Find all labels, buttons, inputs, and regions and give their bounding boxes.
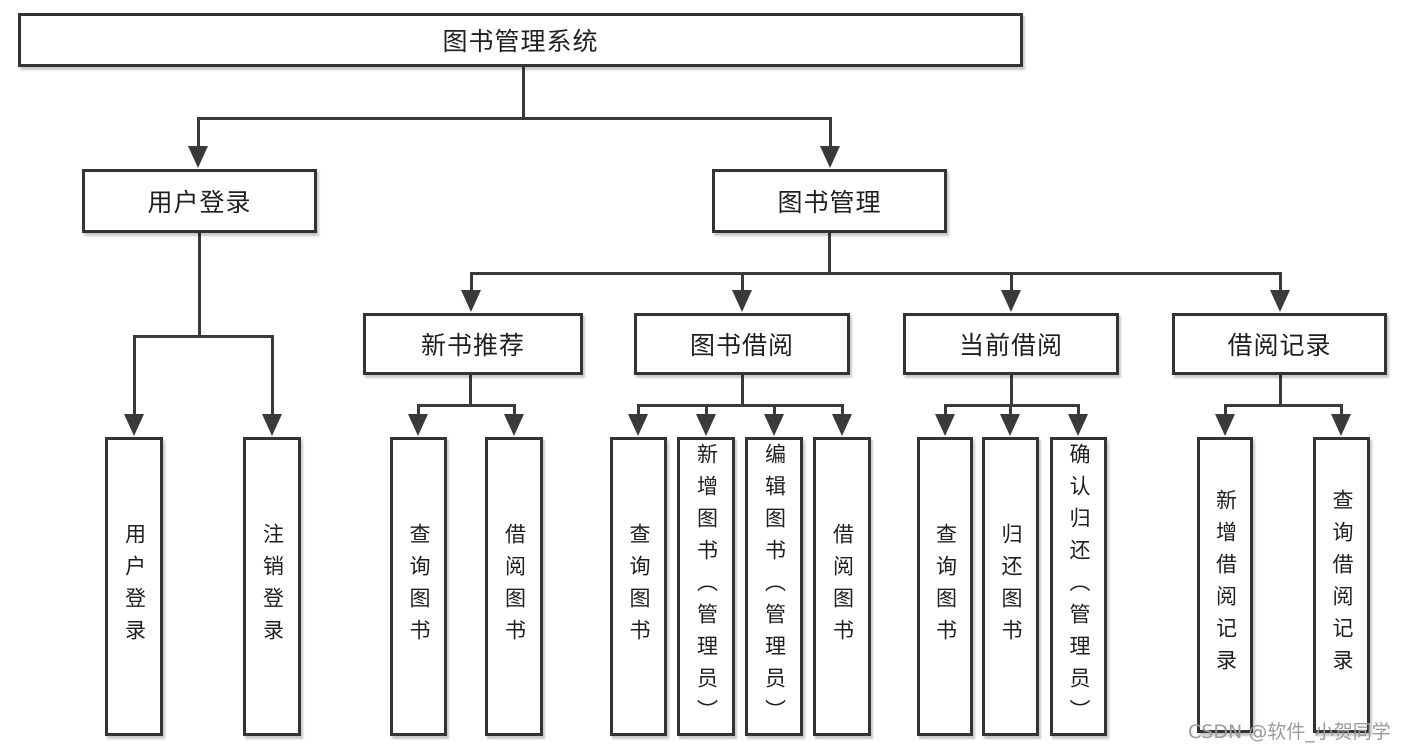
node-current-borrow: 当前借阅 <box>903 313 1119 375</box>
connector-arrow-borrow-records <box>1278 272 1282 291</box>
node-library-system: 图书管理系统 <box>18 13 1023 67</box>
leaf-borrow-books-recommend-label: 借阅图书 <box>502 522 527 651</box>
leaf-add-books-admin: 新增图书（管理员） <box>677 437 735 736</box>
node-new-book-recommend: 新书推荐 <box>363 313 583 375</box>
connector-arrow-login-leaf1 <box>132 335 136 415</box>
leaf-user-login: 用户登录 <box>105 437 163 736</box>
connector-arrow-current-borrow <box>1009 272 1013 291</box>
connector-arrow-records-leaf2 <box>1339 404 1343 415</box>
leaf-query-borrow-record: 查询借阅记录 <box>1313 437 1370 733</box>
leaf-logout-label: 注销登录 <box>260 522 285 651</box>
connector-arrow-current-leaf3 <box>1076 404 1080 415</box>
node-library-system-label: 图书管理系统 <box>442 27 599 56</box>
leaf-add-borrow-record-label: 新增借阅记录 <box>1213 489 1238 681</box>
leaf-add-borrow-record: 新增借阅记录 <box>1197 437 1253 733</box>
node-book-borrow: 图书借阅 <box>634 313 850 375</box>
connector-arrow-current-leaf2 <box>1008 404 1012 415</box>
leaf-query-books-borrow-label: 查询图书 <box>627 522 651 651</box>
csdn-watermark: CSDN @软件_小贺同学 <box>1188 721 1391 743</box>
connector-borrow-stem <box>740 375 744 407</box>
leaf-query-books-current: 查询图书 <box>917 437 973 736</box>
connector-login-stem <box>197 233 201 338</box>
node-book-management: 图书管理 <box>712 169 947 233</box>
connector-arrow-user-login <box>196 117 200 147</box>
connector-arrow-new-book <box>469 272 473 291</box>
leaf-borrow-books-recommend: 借阅图书 <box>485 437 543 736</box>
connector-current-stem <box>1009 375 1013 407</box>
node-borrow-records: 借阅记录 <box>1172 313 1387 375</box>
leaf-return-books: 归还图书 <box>982 437 1039 736</box>
leaf-confirm-return-admin: 确认归还（管理员） <box>1050 437 1107 736</box>
node-current-borrow-label: 当前借阅 <box>958 331 1063 360</box>
connector-root-stem <box>521 67 525 120</box>
connector-arrow-borrow-leaf1 <box>636 404 640 415</box>
connector-records-rail <box>1223 404 1343 407</box>
leaf-query-books-borrow: 查询图书 <box>610 437 667 736</box>
connector-arrow-borrow-leaf3 <box>772 404 776 415</box>
connector-mgmt-rail <box>469 272 1282 275</box>
leaf-edit-books-admin: 编辑图书（管理员） <box>745 437 803 736</box>
connector-login-rail <box>132 335 274 338</box>
connector-arrow-book-borrow <box>740 272 744 291</box>
connector-arrow-book-mgmt <box>828 117 832 147</box>
connector-arrow-current-leaf1 <box>943 404 947 415</box>
node-borrow-records-label: 借阅记录 <box>1227 331 1332 360</box>
leaf-query-books-recommend: 查询图书 <box>390 437 447 736</box>
leaf-borrow-books-label: 借阅图书 <box>830 522 855 651</box>
leaf-edit-books-admin-label: 编辑图书（管理员） <box>762 442 787 731</box>
leaf-query-books-current-label: 查询图书 <box>933 522 958 651</box>
leaf-add-books-admin-label: 新增图书（管理员） <box>694 442 719 731</box>
connector-arrow-borrow-leaf4 <box>840 404 844 415</box>
node-user-login: 用户登录 <box>82 169 317 233</box>
leaf-logout: 注销登录 <box>243 437 301 736</box>
connector-root-rail <box>197 117 831 120</box>
node-user-login-label: 用户登录 <box>147 188 252 217</box>
leaf-query-borrow-record-label: 查询借阅记录 <box>1330 489 1354 681</box>
node-book-borrow-label: 图书借阅 <box>689 331 794 360</box>
connector-arrow-records-leaf1 <box>1223 404 1227 415</box>
connector-current-rail <box>943 404 1080 407</box>
connector-mgmt-stem <box>827 233 831 275</box>
connector-arrow-newbook-leaf1 <box>416 404 420 415</box>
connector-borrow-rail <box>637 404 844 407</box>
leaf-confirm-return-admin-label: 确认归还（管理员） <box>1067 442 1091 731</box>
leaf-return-books-label: 归还图书 <box>999 522 1023 651</box>
node-book-management-label: 图书管理 <box>777 188 882 217</box>
leaf-query-books-recommend-label: 查询图书 <box>407 522 431 651</box>
leaf-borrow-books: 借阅图书 <box>813 437 871 736</box>
connector-arrow-borrow-leaf2 <box>704 404 708 415</box>
leaf-user-login-label: 用户登录 <box>122 522 147 651</box>
connector-newbook-rail <box>417 404 516 407</box>
node-new-book-recommend-label: 新书推荐 <box>420 331 525 360</box>
connector-newbook-stem <box>468 375 472 407</box>
connector-records-stem <box>1278 375 1282 407</box>
connector-arrow-login-leaf2 <box>270 335 274 415</box>
connector-arrow-newbook-leaf2 <box>512 404 516 415</box>
